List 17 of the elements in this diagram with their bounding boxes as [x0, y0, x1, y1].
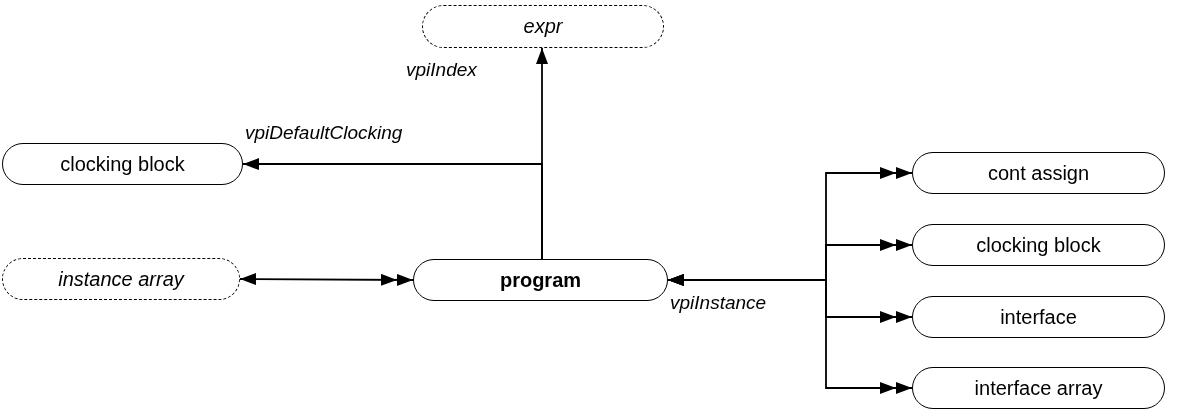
arrow — [242, 158, 543, 260]
node-label: interface array — [974, 376, 1103, 400]
node-label: interface — [1000, 305, 1077, 329]
rounded-box — [413, 259, 668, 301]
rounded-box — [912, 367, 1165, 409]
node-label: expr — [523, 15, 563, 38]
node-label: instance array — [58, 267, 184, 291]
node-label: program — [499, 268, 582, 292]
node-label: clocking block — [60, 152, 185, 176]
node-label: clocking block — [976, 233, 1101, 257]
rounded-box — [912, 296, 1165, 338]
rounded-box — [2, 143, 243, 185]
node-label: cont assign — [987, 161, 1090, 185]
rounded-box — [912, 224, 1165, 266]
rounded-box — [912, 152, 1165, 194]
arrow — [239, 273, 414, 286]
dashed-rounded-box — [2, 258, 240, 300]
